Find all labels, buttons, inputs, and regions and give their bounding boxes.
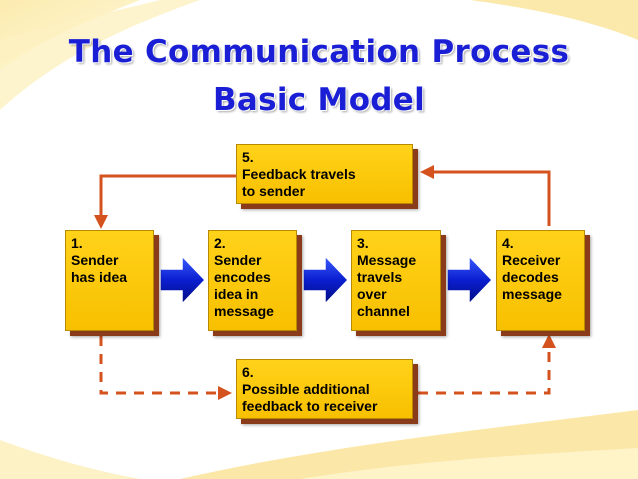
- bottom-wave-light: [300, 448, 638, 479]
- step-text: message: [214, 303, 274, 319]
- step-text: has idea: [71, 269, 128, 285]
- flow-arrow-1-to-2: [159, 254, 207, 306]
- step-4-box: 4. Receiver decodes message: [496, 230, 585, 331]
- top-left-wave-light: [0, 0, 200, 110]
- top-left-wave: [0, 0, 140, 70]
- step-1-box: 1. Sender has idea: [65, 230, 154, 331]
- step-text: Feedback travels: [242, 166, 356, 182]
- feedback-arrow-to-step1: [94, 172, 236, 229]
- step-text: Receiver: [502, 252, 561, 268]
- top-right-wave: [470, 0, 638, 40]
- step-3-box: 3. Message travels over channel: [351, 230, 441, 331]
- step-text: Possible additional: [242, 381, 370, 397]
- step-number: 6.: [242, 364, 254, 380]
- step-number: 5.: [242, 149, 254, 165]
- step-5-box: 5. Feedback travels to sender: [236, 144, 413, 204]
- step-text: over: [357, 286, 387, 302]
- flow-arrow-2-to-3: [302, 254, 350, 306]
- step-text: Sender: [214, 252, 262, 268]
- step-text: feedback to receiver: [242, 398, 378, 414]
- step-text: message: [502, 286, 562, 302]
- flow-arrow-3-to-4: [446, 254, 494, 306]
- step-text: Sender: [71, 252, 119, 268]
- slide-subtitle: Basic Model: [212, 82, 426, 118]
- step-number: 2.: [214, 235, 226, 251]
- additional-feedback-arrow-to-step6: [99, 336, 232, 400]
- step-6-box: 6. Possible additional feedback to recei…: [236, 359, 413, 419]
- step-text: decodes: [502, 269, 559, 285]
- bottom-left-wave: [0, 440, 140, 479]
- additional-feedback-arrow-to-step4: [418, 334, 556, 395]
- step-text: encodes: [214, 269, 271, 285]
- feedback-arrow-to-step5: [420, 165, 553, 226]
- step-text: idea in: [214, 286, 259, 302]
- step-number: 1.: [71, 235, 83, 251]
- step-text: channel: [357, 303, 410, 319]
- step-2-box: 2. Sender encodes idea in message: [208, 230, 297, 331]
- step-number: 4.: [502, 235, 514, 251]
- step-text: to sender: [242, 183, 306, 199]
- step-text: travels: [357, 269, 403, 285]
- step-text: Message: [357, 252, 417, 268]
- slide-title: The Communication Process: [68, 34, 570, 70]
- step-number: 3.: [357, 235, 369, 251]
